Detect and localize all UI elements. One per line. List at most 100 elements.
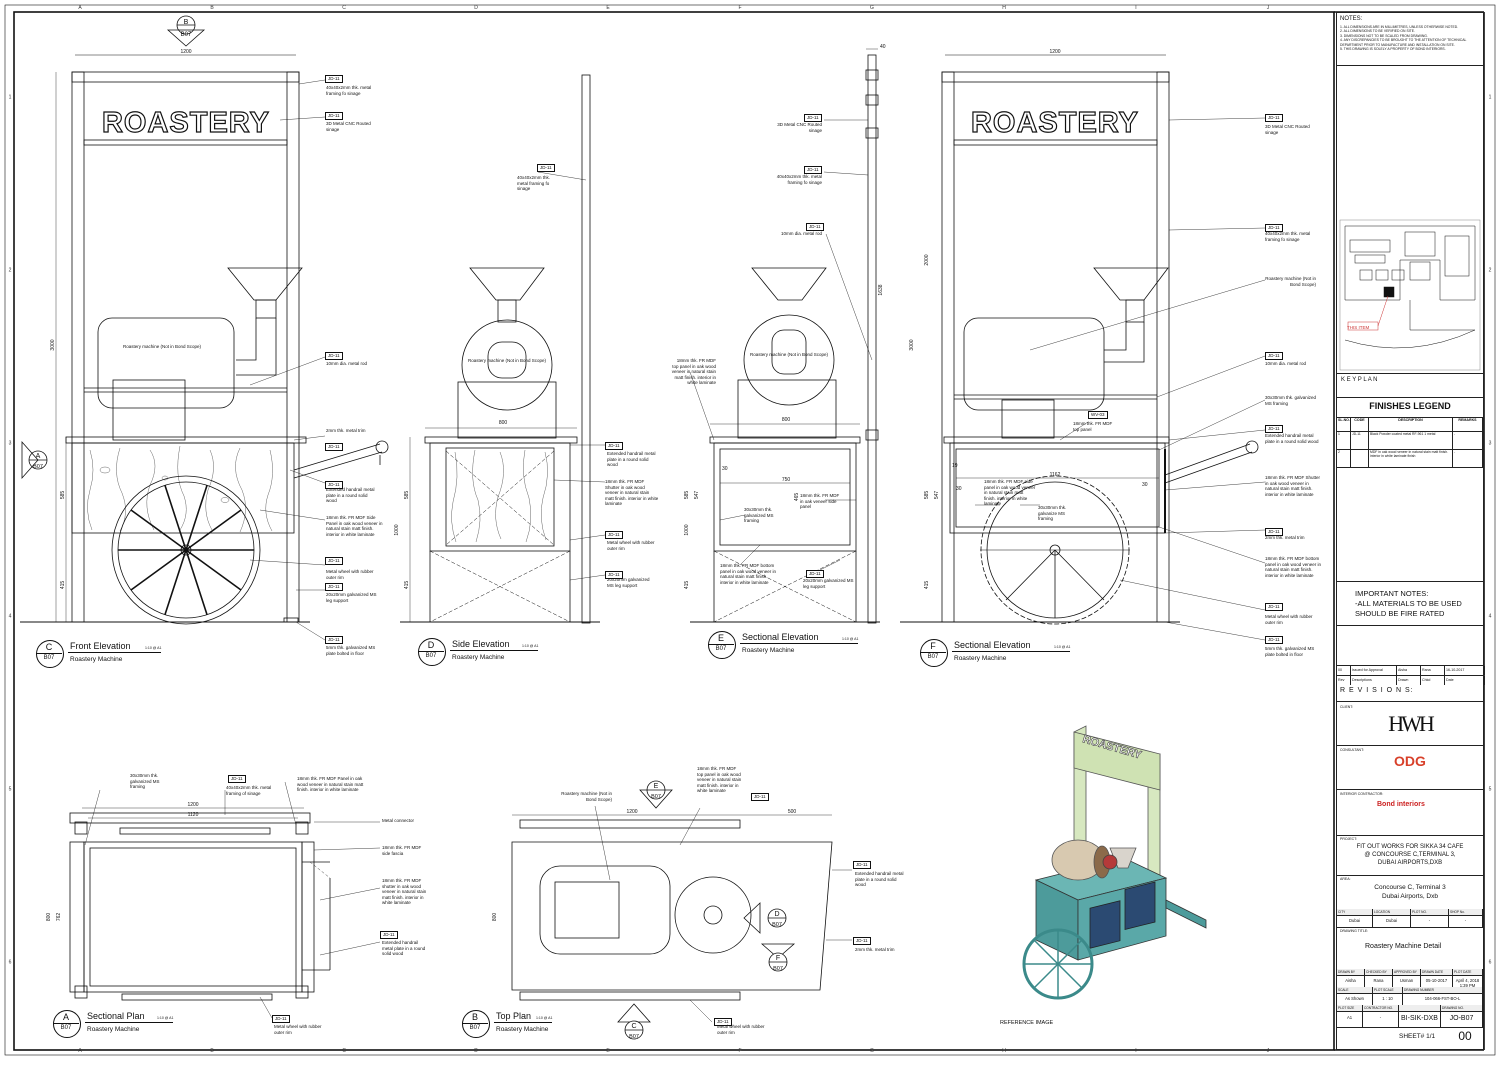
e-note-leg: 20x20mm galvanized MS leg support: [803, 578, 854, 589]
sectional-elevation-e: 40 800 750 30 1000 585 547 415 465 1638 …: [684, 44, 886, 624]
view-title-rule: [85, 1022, 173, 1023]
dim-415-side: 415: [404, 581, 410, 590]
plan-note-shutter: 18mm thk. FR MDF shutter in oak wood ven…: [382, 878, 427, 905]
dim-1000-e: 1000: [684, 524, 690, 535]
material-tag: JD-11: [228, 775, 246, 783]
grid-letter: F: [738, 5, 741, 11]
grid-letter: D: [474, 1048, 478, 1054]
info-val: Usman: [1399, 978, 1414, 983]
view-title-rule: [740, 643, 858, 644]
wheel-spoke: [185, 549, 242, 591]
material-tag: JD-11: [1265, 352, 1283, 360]
material-tag: JD-11: [853, 861, 871, 869]
this-item-label: THIS ITEM: [1347, 325, 1370, 330]
info-head: DRAWING NO.: [1441, 1005, 1482, 1012]
top-note-roaster: Roastery machine (Not in Bond Scope): [561, 791, 612, 802]
material-tag: JD-11: [1265, 636, 1283, 644]
side-note-framing: 40x40x2mm thk. metal framing fo sinage: [517, 175, 551, 191]
view-letter: E: [717, 633, 724, 643]
view-title-text: Front Elevation: [70, 641, 131, 651]
dim-30-f1: 30: [956, 486, 962, 492]
dim-1120-plan: 1120: [188, 812, 199, 818]
sheet-number: SHEET# 1/1: [1399, 1033, 1436, 1040]
dim-800-e: 800: [782, 417, 791, 423]
notes-heading: NOTES:: [1340, 16, 1363, 22]
table-cell: CODE: [1351, 417, 1369, 431]
info-val: 1 : 10: [1382, 996, 1393, 1001]
signage-front: ROASTERY: [102, 107, 270, 139]
f-note-top-panel: 18mm thk. FR MDF top panel: [1073, 421, 1113, 432]
view-bubble: [36, 640, 64, 668]
client-label: CLIENT:: [1340, 705, 1354, 709]
dim-3000-f: 3000: [909, 339, 915, 350]
view-bubble-line: [920, 652, 946, 653]
wheel-spoke: [185, 509, 242, 551]
important-line: IMPORTANT NOTES:: [1355, 589, 1429, 598]
general-note: 1. ALL DIMENSIONS ARE IN MILLIMETRES, UN…: [1340, 25, 1459, 29]
material-tag: JD-11: [380, 931, 398, 939]
material-tag: JD-11: [325, 583, 343, 591]
plan-note-fascia: 18mm thk. FR MDF side fascia: [382, 845, 422, 856]
grid-letter: A: [78, 5, 82, 11]
material-tag: JD-11: [1265, 224, 1283, 232]
reference-image: ROASTERY REFERENCE IMAGE: [1000, 725, 1207, 1026]
grid-letter: C: [342, 5, 346, 11]
view-scale: 1:10 @ A1: [145, 646, 162, 650]
f-note-bottom-panel: 18mm thk. FR MDF bottom panel in oak woo…: [1265, 556, 1322, 578]
info-val: -: [1464, 918, 1467, 923]
view-bubble: [53, 1010, 81, 1038]
table-cell: REMARKS: [1453, 417, 1483, 431]
front-note-wheel: Metal wheel with rubber outer rim: [326, 569, 374, 580]
revision-cell: Rana: [1421, 666, 1445, 675]
info-cell: PLOT NO.-: [1411, 909, 1449, 927]
f-note-signage: 3D Metal CNC Routed sinage: [1265, 124, 1310, 135]
material-tag: JD-11: [325, 636, 343, 644]
front-note-signage: 3D Metal CNC Routed sinage: [326, 121, 371, 132]
mark-a-ref: B07: [33, 464, 43, 470]
material-tag: JD-11: [325, 481, 343, 489]
grid-letter: A: [78, 1048, 82, 1054]
mark-c-ref: B07: [629, 1034, 639, 1040]
material-tag: JD-11: [605, 571, 623, 579]
info-head: APPROVED BY: [1393, 969, 1420, 976]
view-subtitle: Roastery Machine: [87, 1026, 140, 1033]
material-tag: JD-11: [1265, 528, 1283, 536]
project-line: FIT OUT WORKS FOR SIKKA 34 CAFE: [1356, 844, 1464, 850]
general-note: 3. DIMENSIONS NOT TO BE SCALED FROM DRAW…: [1340, 33, 1428, 38]
plan-note-handrail: Extended handrail metal plate in a round…: [382, 940, 426, 956]
info-cell: SHOP No.-: [1449, 909, 1483, 927]
material-tag: JD-11: [325, 557, 343, 565]
dim-19-f: 19: [952, 463, 958, 469]
info-head: LOCATION: [1373, 909, 1410, 916]
dim-40-e: 40: [880, 44, 886, 50]
dim-585-e: 585: [684, 491, 690, 500]
material-tag: JD-11: [605, 531, 623, 539]
view-ref: B07: [927, 654, 939, 660]
view-title-text: Sectional Elevation: [742, 632, 819, 642]
view-title-sectional_e: E B07 Sectional Elevation 1:10 @ A1 Roas…: [708, 631, 908, 661]
info-head: DRAWING NUMBER: [1403, 987, 1482, 994]
view-ref: B07: [43, 655, 55, 661]
material-tag: JD-11: [1265, 603, 1283, 611]
title-block: NOTES: 1. ALL DIMENSIONS ARE IN MILLIMET…: [1336, 12, 1485, 1050]
section-mark-a: A B07: [21, 440, 48, 480]
f-note-wheel: Metal wheel with rubber outer rim: [1265, 614, 1313, 625]
material-tag: JD-11: [806, 570, 824, 578]
client-logo: HWH: [1388, 711, 1435, 736]
grid-letter: E: [606, 1048, 610, 1054]
dim-800-plan: 800: [46, 913, 52, 922]
section-mark-e: E B07: [639, 780, 673, 809]
table-cell: JD-11: [1351, 431, 1369, 449]
wheel-spoke: [164, 549, 187, 615]
view-bubble: [708, 631, 736, 659]
view-letter: B: [471, 1012, 478, 1022]
view-title-sectional_f: F B07 Sectional Elevation 1:10 @ A1 Roas…: [920, 639, 1120, 669]
info-head: PLOT SCALE: [1373, 987, 1402, 994]
front-note-handrail: Extended handrail metal plate in a round…: [326, 487, 375, 503]
grid-number: 5: [9, 787, 12, 793]
top-note-top-panel: 18mm thk. FR MDF top panel in oak wood v…: [697, 766, 742, 793]
